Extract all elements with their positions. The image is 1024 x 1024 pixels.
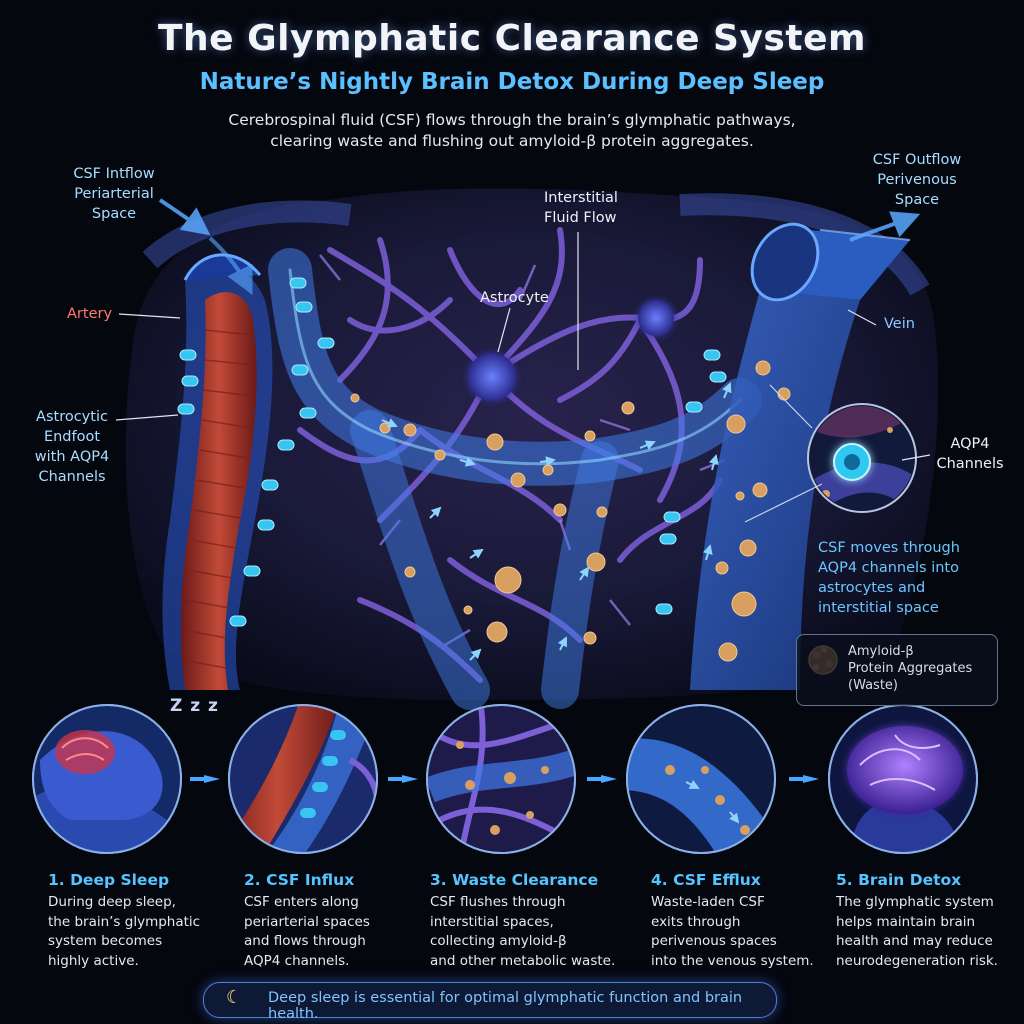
step-deep-sleep: 1. Deep Sleep During deep sleep, the bra… <box>48 871 201 969</box>
step-brain-detox: 5. Brain Detox The glymphatic system hel… <box>836 871 998 969</box>
label-artery: Artery <box>67 306 113 322</box>
step-connector-arrows <box>190 775 819 783</box>
page-title: The Glymphatic Clearance System <box>157 18 866 59</box>
moon-icon: ☾ <box>226 987 243 1008</box>
step-waste-clearance: 3. Waste Clearance CSF flushes through i… <box>430 871 616 969</box>
label-interstitial-flow: Interstitial Fluid Flow <box>544 190 618 226</box>
step-circle-csf-efflux <box>626 704 776 854</box>
legend-text: Amyloid-β Protein Aggregates (Waste) <box>848 644 973 693</box>
label-csf-moves: CSF moves through AQP4 channels into ast… <box>818 540 960 616</box>
label-astrocytic-endfoot: Astrocytic Endfoot with AQP4 Channels <box>34 409 110 485</box>
page-subtitle: Nature’s Nightly Brain Detox During Deep… <box>199 69 825 95</box>
vein <box>690 222 911 690</box>
label-vein: Vein <box>884 316 915 332</box>
intro-text: Cerebrospinal fluid (CSF) flows through … <box>228 111 796 150</box>
aqp4-channels <box>177 277 727 627</box>
footer-banner-text: Deep sleep is essential for optimal glym… <box>268 990 743 1022</box>
label-aqp4-channels: AQP4 Channels <box>936 436 1004 472</box>
step-circle-csf-influx <box>228 704 378 854</box>
footer-banner <box>203 982 777 1018</box>
step-circle-waste-clearance <box>426 704 576 854</box>
label-astrocyte: Astrocyte <box>480 290 549 306</box>
step-circle-deep-sleep <box>32 704 182 854</box>
step-csf-efflux: 4. CSF Efflux Waste-laden CSF exits thro… <box>651 871 814 969</box>
label-csf-outflow: CSF Outflow Perivenous Space <box>872 152 962 208</box>
sleep-z-icon: Z z z <box>170 696 219 716</box>
legend-box <box>796 634 998 706</box>
astrocyte-cell <box>468 353 516 401</box>
label-csf-inflow: CSF Intflow Periarterial Space <box>73 166 155 222</box>
step-circle-brain-detox <box>828 704 978 854</box>
flow-arrows <box>381 382 732 661</box>
step-csf-influx: 2. CSF Influx CSF enters along periarter… <box>244 871 370 969</box>
